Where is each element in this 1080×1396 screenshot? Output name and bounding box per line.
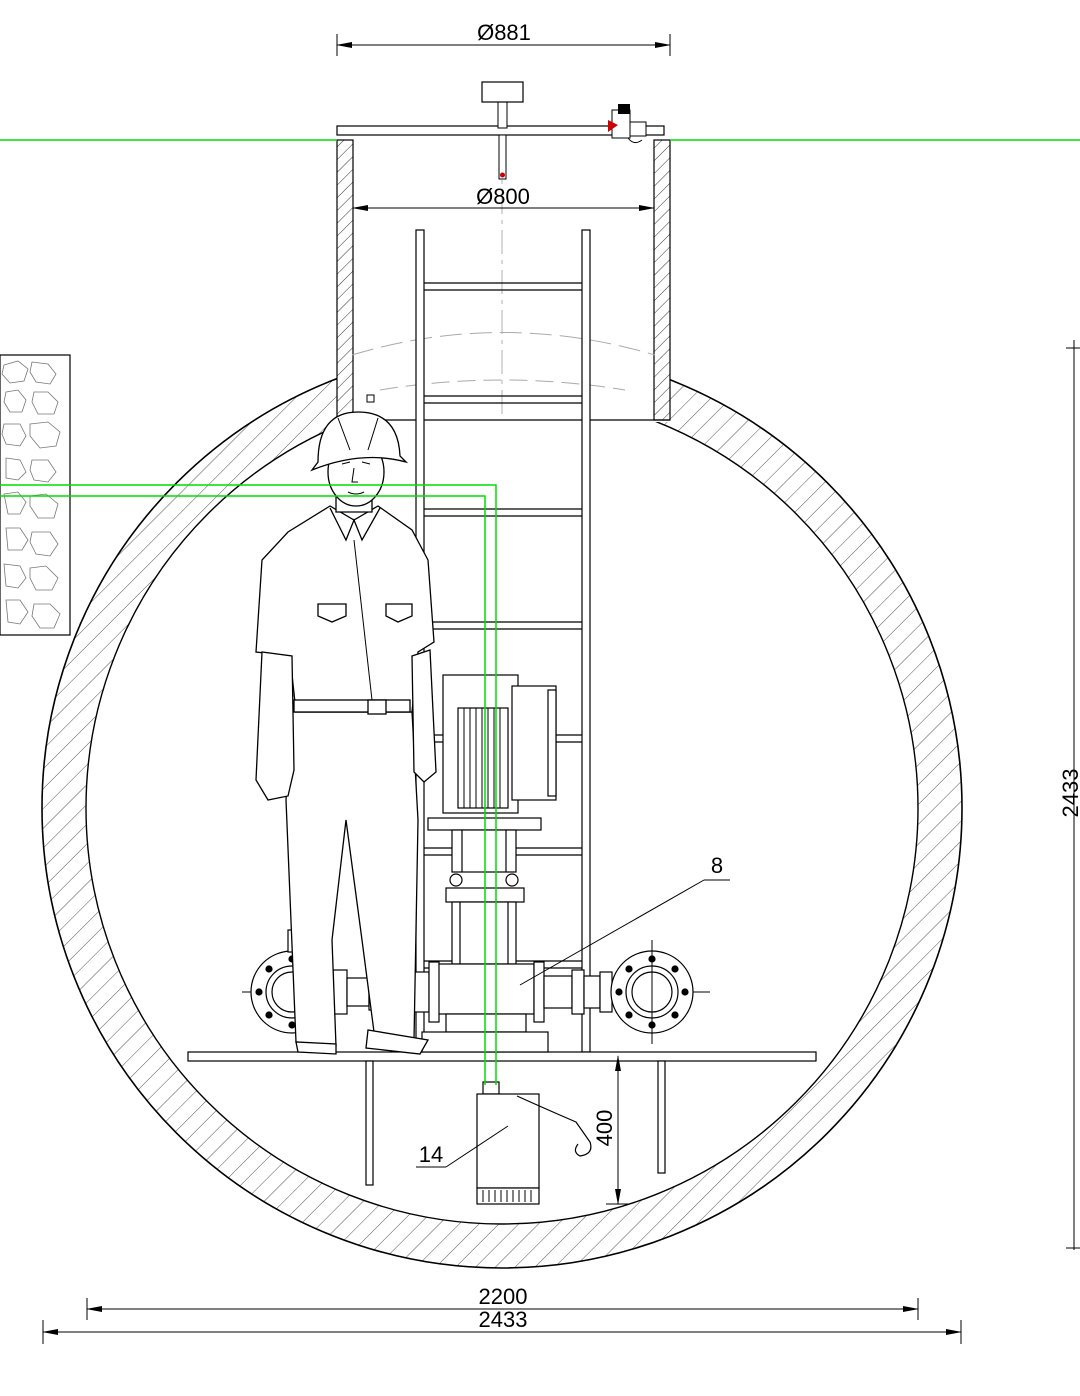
guide-lines [0,139,1080,1085]
dim-label-hatch-outer: Ø881 [477,20,531,45]
dim-label-hatch-inner: Ø800 [476,184,530,209]
drainage-pump [476,1081,592,1205]
dimension-hatch-outer [336,34,671,56]
gravel-block [0,354,71,636]
pump-unit [421,674,557,1053]
hard-hat-icon [310,411,409,472]
dimension-outer-height [1066,340,1080,1250]
dimension-outer-width [42,1320,962,1344]
person-figure [255,411,437,1055]
dimension-floor-height [606,1055,630,1205]
hatch-lid [336,81,665,180]
dim-label-outer-height: 2433 [1058,769,1080,818]
vent-cap [481,81,524,103]
callout-label-pump-unit: 8 [711,853,723,878]
shaft-right-wall [653,139,671,421]
shaft-left-wall [336,139,354,421]
dim-label-floor-height: 400 [592,1110,617,1147]
callout-label-drainage-pump: 14 [419,1142,443,1167]
callout-pump-unit [519,879,730,986]
lid-lock-icon [608,104,647,144]
dimension-inner-width [86,1298,919,1320]
dim-label-outer-width: 2433 [479,1307,528,1332]
callout-drainage-pump [416,1125,509,1168]
right-pipework [533,940,710,1044]
level-probe [498,134,507,180]
dim-label-inner-width: 2200 [479,1284,528,1309]
